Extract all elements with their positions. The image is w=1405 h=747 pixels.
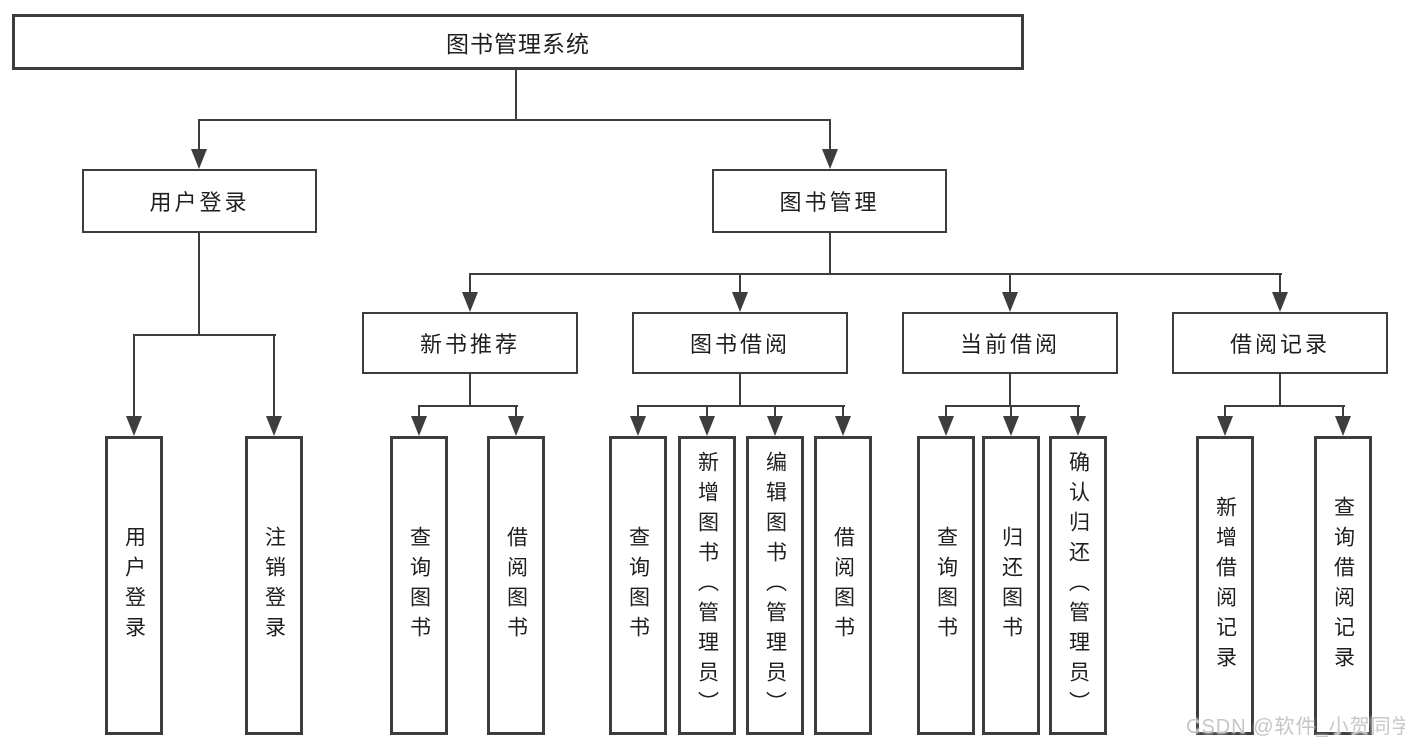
arrowhead-down-icon	[1272, 273, 1288, 312]
leaf-user-login-label: 用户登录	[122, 525, 146, 646]
csdn-watermark: CSDN @软件_小贺同学	[1186, 716, 1405, 738]
leaf-cb-query-books: 查询图书	[917, 436, 975, 735]
arrowhead-down-icon	[699, 405, 715, 436]
arrowhead-down-icon	[835, 405, 851, 436]
leaf-nbr-query-books-label: 查询图书	[407, 525, 431, 646]
arrowhead-down-icon	[411, 405, 427, 436]
leaf-bb-add-books-admin: 新增图书（管理员）	[678, 436, 736, 735]
node-new-book-recommend: 新书推荐	[362, 312, 578, 374]
arrowhead-down-icon	[1002, 273, 1018, 312]
leaf-br-query-record-label: 查询借阅记录	[1331, 495, 1355, 676]
connector-bb-bar	[637, 405, 845, 407]
arrowhead-down-icon	[266, 334, 282, 436]
arrowhead-down-icon	[126, 334, 142, 436]
connector-br-bar	[1224, 405, 1345, 407]
leaf-user-login: 用户登录	[105, 436, 163, 735]
node-library-system-label: 图书管理系统	[446, 31, 590, 57]
node-user-login: 用户登录	[82, 169, 317, 233]
leaf-cb-return-books-label: 归还图书	[999, 525, 1023, 646]
leaf-cb-query-books-label: 查询图书	[934, 525, 958, 646]
node-book-management-label: 图书管理	[779, 190, 880, 215]
leaf-br-query-record: 查询借阅记录	[1314, 436, 1372, 735]
arrowhead-down-icon	[1003, 405, 1019, 436]
leaf-nbr-query-books: 查询图书	[390, 436, 448, 735]
leaf-bb-add-books-admin-label: 新增图书（管理员）	[695, 450, 719, 721]
leaf-br-add-record-label: 新增借阅记录	[1213, 495, 1237, 676]
arrowhead-down-icon	[822, 119, 838, 169]
leaf-logout-label: 注销登录	[262, 525, 286, 646]
leaf-bb-borrow-books: 借阅图书	[814, 436, 872, 735]
leaf-bb-query-books-label: 查询图书	[626, 525, 650, 646]
arrowhead-down-icon	[1335, 405, 1351, 436]
leaf-nbr-borrow-books-label: 借阅图书	[504, 525, 528, 646]
connector-br-trunk	[1279, 373, 1281, 407]
arrowhead-down-icon	[1070, 405, 1086, 436]
node-user-login-label: 用户登录	[149, 190, 250, 215]
arrowhead-down-icon	[508, 405, 524, 436]
leaf-bb-query-books: 查询图书	[609, 436, 667, 735]
leaf-cb-confirm-return-admin: 确认归还（管理员）	[1049, 436, 1107, 735]
node-current-borrowing: 当前借阅	[902, 312, 1118, 374]
connector-nbr-trunk	[469, 373, 471, 407]
leaf-logout: 注销登录	[245, 436, 303, 735]
connector-nbr-bar	[418, 405, 518, 407]
connector-cb-trunk	[1009, 373, 1011, 407]
arrowhead-down-icon	[1217, 405, 1233, 436]
node-book-management: 图书管理	[712, 169, 947, 233]
connector-root-trunk	[515, 69, 517, 120]
connector-user-login-bar	[133, 334, 276, 336]
leaf-cb-return-books: 归还图书	[982, 436, 1040, 735]
connector-user-login-trunk	[198, 233, 200, 336]
leaf-nbr-borrow-books: 借阅图书	[487, 436, 545, 735]
arrowhead-down-icon	[767, 405, 783, 436]
node-current-borrowing-label: 当前借阅	[959, 332, 1060, 357]
connector-bb-trunk	[739, 373, 741, 407]
connector-cb-bar	[945, 405, 1080, 407]
node-book-borrowing-label: 图书借阅	[689, 332, 790, 357]
arrowhead-down-icon	[732, 273, 748, 312]
node-book-borrowing: 图书借阅	[632, 312, 848, 374]
node-library-system: 图书管理系统	[12, 14, 1024, 70]
node-borrowing-records: 借阅记录	[1172, 312, 1388, 374]
node-borrowing-records-label: 借阅记录	[1229, 332, 1330, 357]
arrowhead-down-icon	[630, 405, 646, 436]
arrowhead-down-icon	[938, 405, 954, 436]
leaf-br-add-record: 新增借阅记录	[1196, 436, 1254, 735]
leaf-bb-borrow-books-label: 借阅图书	[831, 525, 855, 646]
arrowhead-down-icon	[191, 119, 207, 169]
leaf-cb-confirm-return-admin-label: 确认归还（管理员）	[1066, 450, 1090, 721]
node-new-book-recommend-label: 新书推荐	[419, 332, 520, 357]
connector-root-bar	[198, 119, 831, 121]
arrowhead-down-icon	[462, 273, 478, 312]
connector-book-mgmt-bar	[469, 273, 1282, 275]
leaf-bb-edit-books-admin-label: 编辑图书（管理员）	[763, 450, 787, 721]
leaf-bb-edit-books-admin: 编辑图书（管理员）	[746, 436, 804, 735]
connector-book-mgmt-trunk	[829, 233, 831, 275]
